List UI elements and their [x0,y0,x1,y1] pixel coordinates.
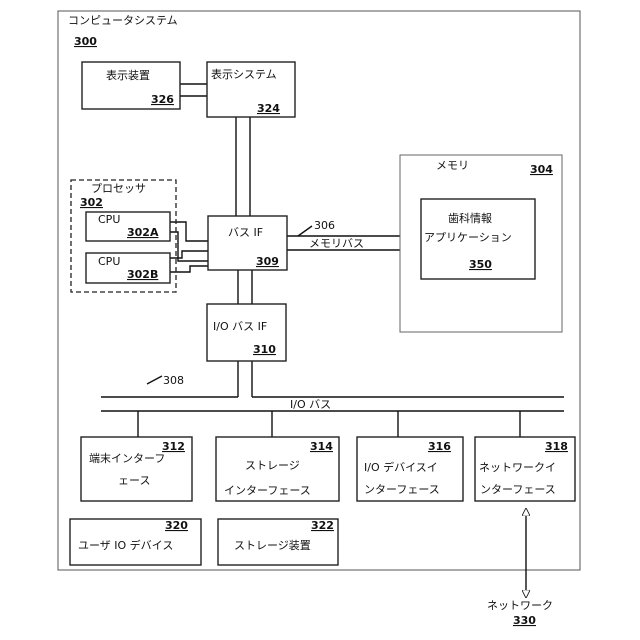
memory-bus-leader [298,226,312,236]
terminal-if-line1: 端末インターフ [89,451,165,465]
storage-device-ref: 322 [311,519,334,532]
storage-if-ref: 314 [310,440,333,453]
display-device-label: 表示装置 [106,68,150,82]
cpu-a-label: CPU [98,213,120,226]
terminal-if-ref: 312 [162,440,185,453]
user-io-device-ref: 320 [165,519,188,532]
io-bus-leader [147,376,162,384]
memory-ref: 304 [530,163,553,176]
io-device-if-line2: ンターフェース [364,483,440,496]
display-system-label: 表示システム [211,67,277,81]
dental-app-line1: 歯科情報 [448,211,492,225]
memory-bus-ref: 306 [314,219,335,232]
io-bus-if-label: I/O バス IF [213,320,267,333]
io-bus-label: I/O バス [290,398,331,411]
network-if-line1: ネットワークイ [479,461,556,474]
cpu-b-ref: 302B [127,268,158,281]
display-system-ref: 324 [257,102,280,115]
user-io-device-label: ユーザ IO デバイス [78,538,173,552]
storage-if-line2: インターフェース [224,484,311,497]
bus-if-label: バス IF [228,226,263,239]
storage-if-line1: ストレージ [245,459,300,472]
dental-app-ref: 350 [469,258,492,271]
dental-app-line2: アプリケーション [424,231,512,244]
io-device-if-line1: I/O デバイスイ [364,460,438,474]
network-if-line2: ンターフェース [480,483,556,496]
memory-label: メモリ [436,159,469,172]
terminal-if-line2: ェース [118,474,150,487]
cpu-a-ref: 302A [127,226,159,239]
memory-bus-label: メモリバス [309,237,364,250]
io-device-if-ref: 316 [428,440,451,453]
storage-device-label: ストレージ装置 [234,539,311,552]
cpu-b-label: CPU [98,255,120,268]
network-label: ネットワーク [487,599,553,612]
processor-label: プロセッサ [91,182,146,195]
io-bus-ref: 308 [163,374,184,387]
network-if-ref: 318 [545,440,568,453]
network-ref: 330 [513,614,536,627]
display-device-ref: 326 [151,93,174,106]
processor-ref: 302 [80,196,103,209]
io-bus-if-ref: 310 [253,343,276,356]
bus-if-ref: 309 [256,255,279,268]
system-ref: 300 [74,35,97,48]
system-title: コンピュータシステム [68,14,178,27]
